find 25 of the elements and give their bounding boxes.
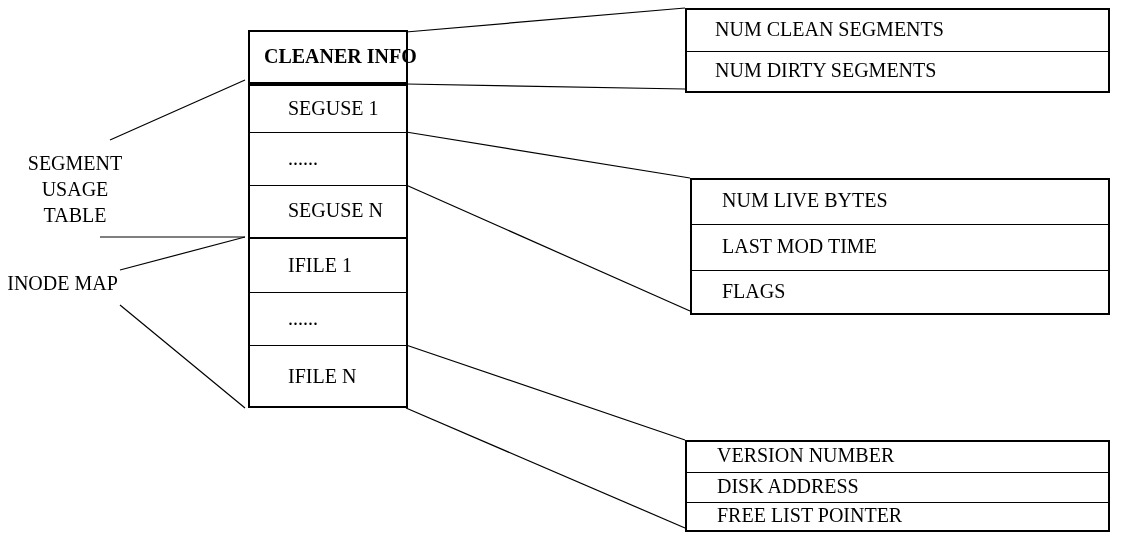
field-name: NUM LIVE BYTES xyxy=(722,189,888,211)
field-name: NUM DIRTY SEGMENTS xyxy=(715,59,937,81)
field-name: ...... xyxy=(288,146,318,169)
field-name: IFILE N xyxy=(288,364,357,387)
field-name: DISK ADDRESS xyxy=(717,475,859,497)
connector-line xyxy=(405,407,686,529)
table-box xyxy=(685,8,1110,93)
bracket-label: SEGMENT USAGE TABLE xyxy=(26,151,124,228)
connector-line xyxy=(405,344,686,441)
connector-line xyxy=(405,7,686,33)
field-name: NUM CLEAN SEGMENTS xyxy=(715,17,944,40)
connector-line xyxy=(405,131,691,179)
field-name: SEGUSE N xyxy=(288,199,383,221)
field-name: LAST MOD TIME xyxy=(722,235,877,257)
table-box xyxy=(690,178,1110,315)
field-name: FLAGS xyxy=(722,279,786,302)
connector-line xyxy=(405,83,686,90)
field-name: ...... xyxy=(288,306,318,329)
connector-line xyxy=(405,184,691,312)
field-name: IFILE 1 xyxy=(288,253,352,276)
field-name: SEGUSE 1 xyxy=(288,97,379,119)
bracket-label: INODE MAP xyxy=(6,271,119,296)
table-box xyxy=(685,440,1110,532)
field-name: VERSION NUMBER xyxy=(717,444,895,466)
field-name: FREE LIST POINTER xyxy=(717,504,903,526)
